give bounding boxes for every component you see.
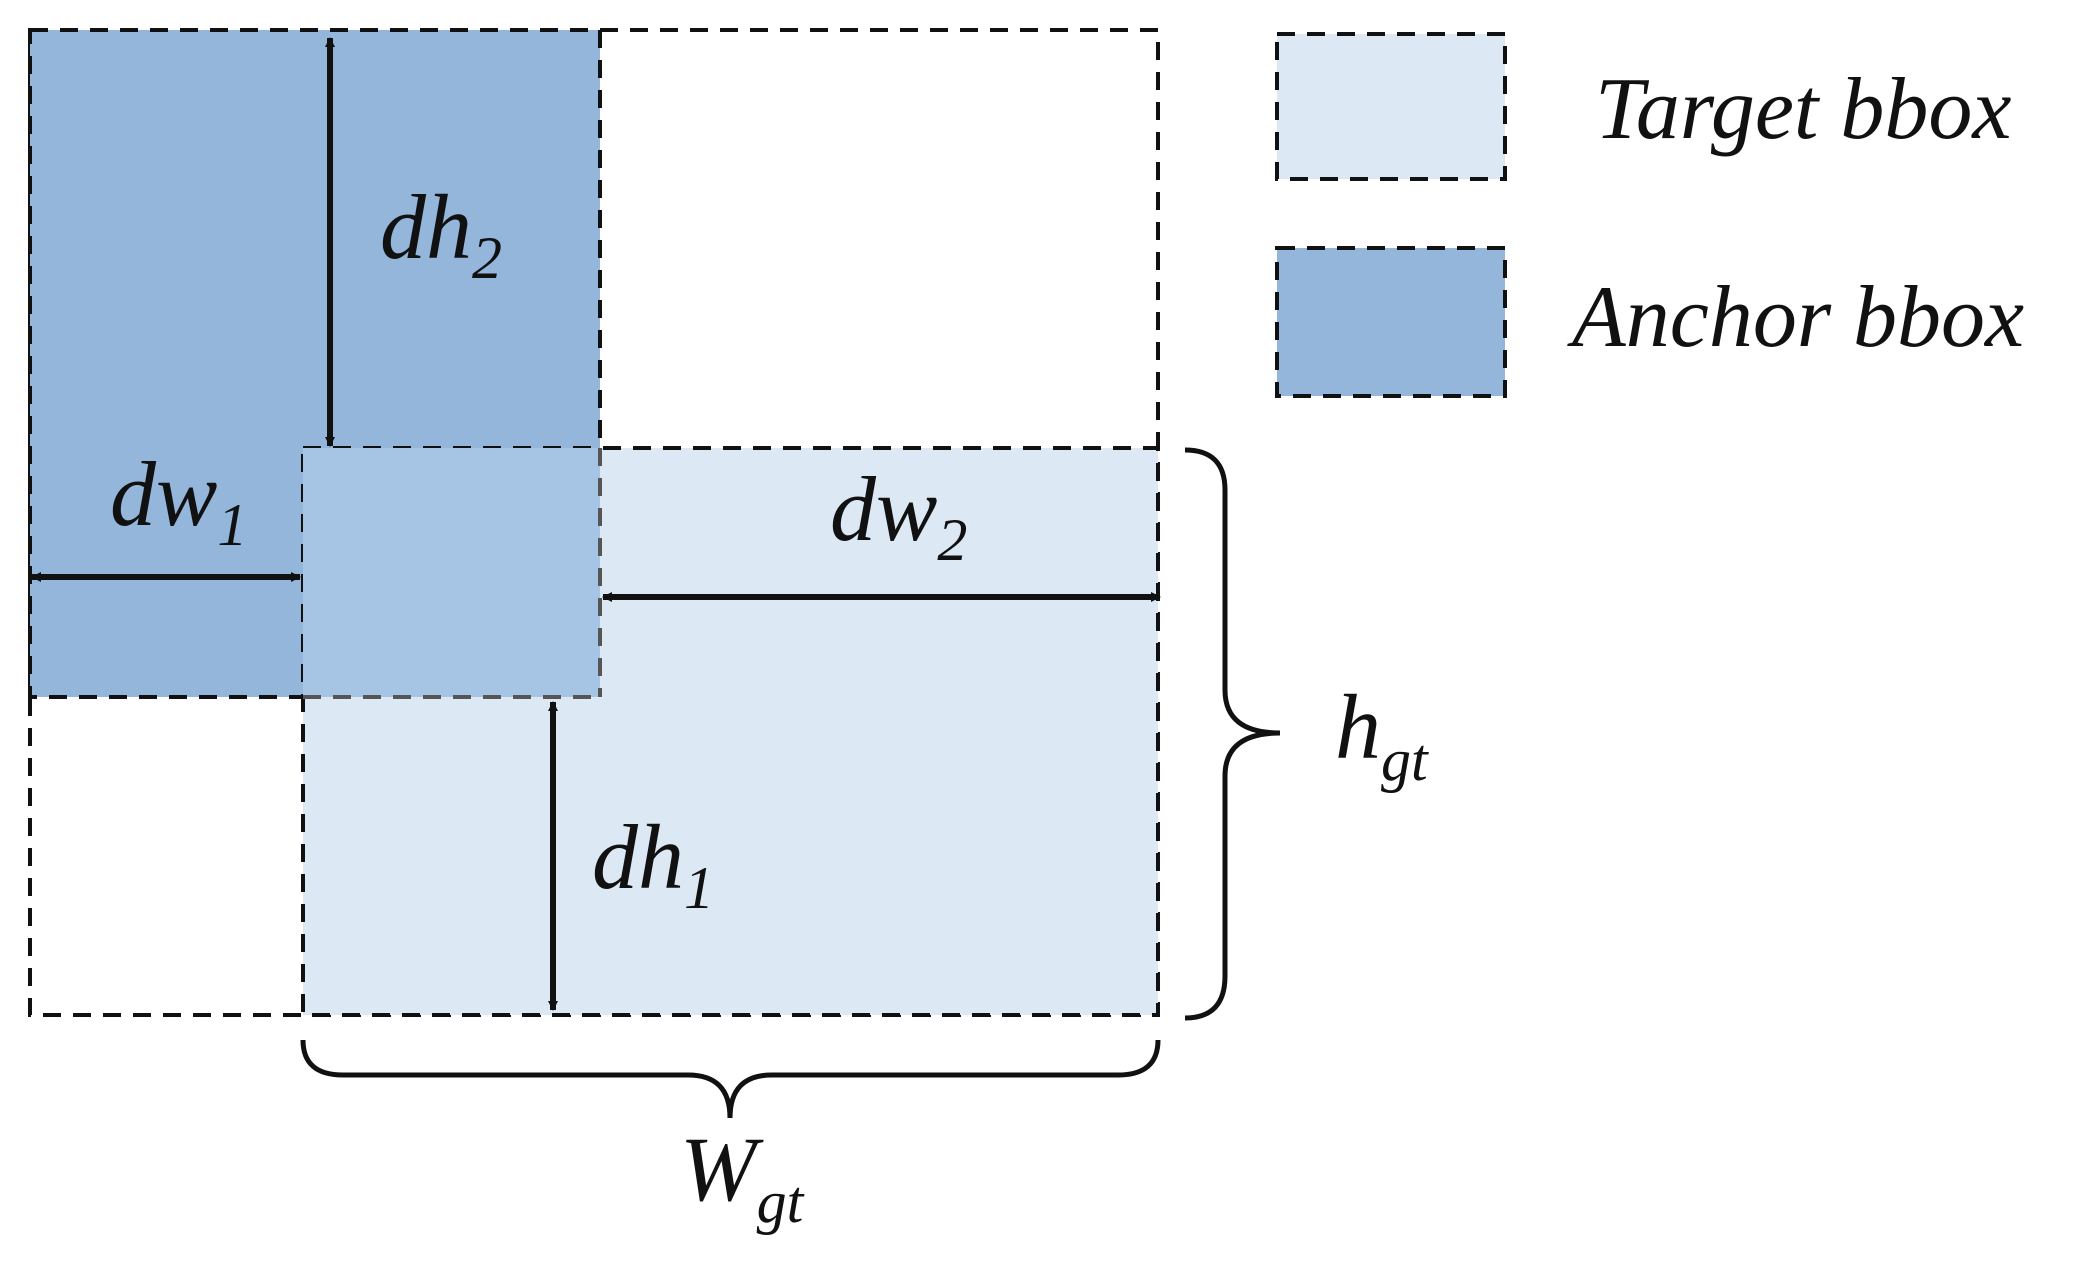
hgt-label: hgt — [1335, 676, 1429, 793]
overlap-region — [303, 448, 600, 697]
wgt-brace — [300, 1039, 1161, 1119]
legend-anchor-label: Anchor bbox — [1567, 269, 2024, 366]
legend-target-swatch — [1275, 32, 1507, 181]
dh2-label: dh2 — [380, 176, 502, 291]
legend-target-label: Target bbox — [1595, 61, 2011, 158]
wgt-label: Wgt — [680, 1118, 805, 1235]
dh1-label: dh1 — [592, 806, 714, 921]
hgt-brace — [1184, 447, 1281, 1021]
dw2-label: dw2 — [830, 458, 967, 573]
dw1-label: dw1 — [110, 443, 247, 558]
legend-anchor-swatch — [1275, 246, 1507, 398]
